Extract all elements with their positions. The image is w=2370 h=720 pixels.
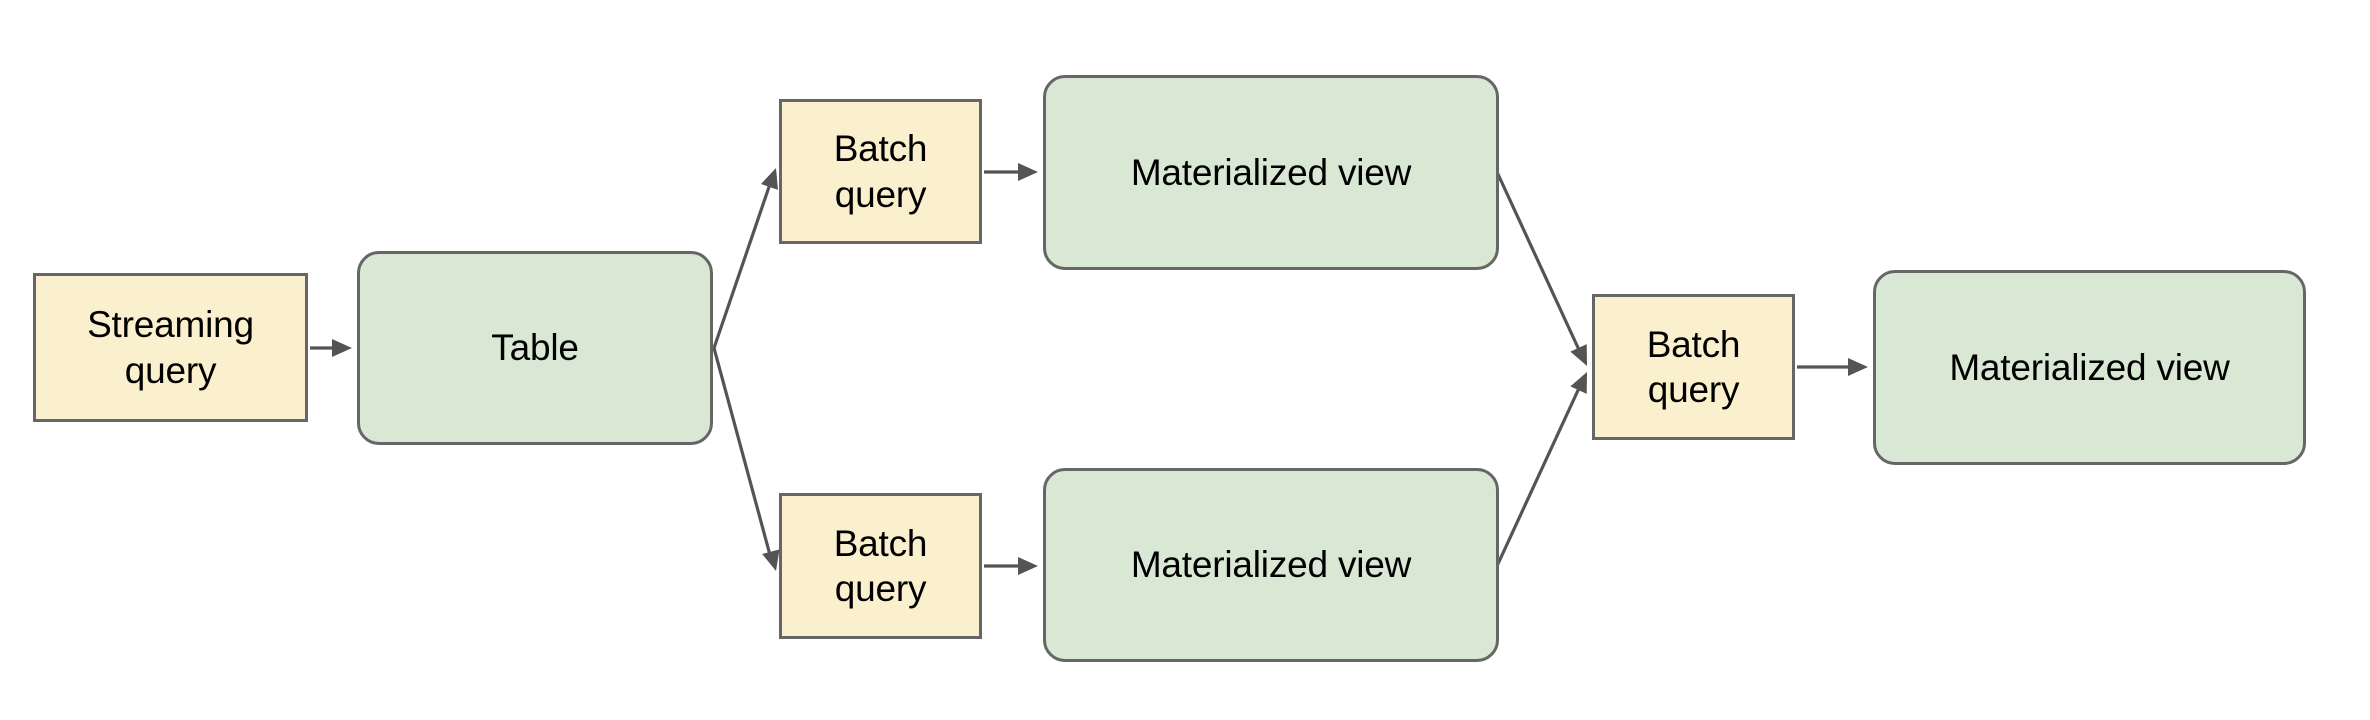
node-streaming-query[interactable]: Streaming query	[33, 273, 308, 422]
edge-batch-top-to-mv-top-arrowhead	[1018, 163, 1038, 181]
node-label-table: Table	[491, 327, 579, 369]
edge-table-to-batch-top	[712, 183, 772, 349]
node-label-batch-query-top: Batch query	[833, 128, 928, 215]
node-materialized-view-right[interactable]: Materialized view	[1873, 270, 2306, 465]
edge-batch-bottom-to-mv-bottom-arrowhead	[1018, 557, 1038, 575]
node-table[interactable]: Table	[357, 251, 713, 445]
node-label-streaming-query: Streaming query	[87, 304, 254, 391]
edge-table-to-batch-bottom	[712, 347, 772, 556]
node-materialized-view-bottom[interactable]: Materialized view	[1043, 468, 1499, 662]
node-label-batch-query-right: Batch query	[1646, 323, 1741, 410]
node-batch-query-right[interactable]: Batch query	[1592, 294, 1795, 440]
node-label-materialized-view-bottom: Materialized view	[1130, 544, 1412, 586]
node-label-materialized-view-right: Materialized view	[1949, 346, 2230, 388]
node-label-materialized-view-top: Materialized view	[1130, 151, 1412, 193]
edge-streaming-to-table-arrowhead	[332, 339, 352, 357]
node-batch-query-top[interactable]: Batch query	[779, 99, 982, 244]
edge-batch-right-to-mv-right-arrowhead	[1848, 358, 1868, 376]
node-materialized-view-top[interactable]: Materialized view	[1043, 75, 1499, 270]
edge-mv-bottom-to-batch-right	[1495, 385, 1582, 567]
node-label-batch-query-bottom: Batch query	[833, 522, 928, 609]
node-batch-query-bottom[interactable]: Batch query	[779, 493, 982, 639]
edge-mv-top-to-batch-right	[1495, 171, 1582, 353]
